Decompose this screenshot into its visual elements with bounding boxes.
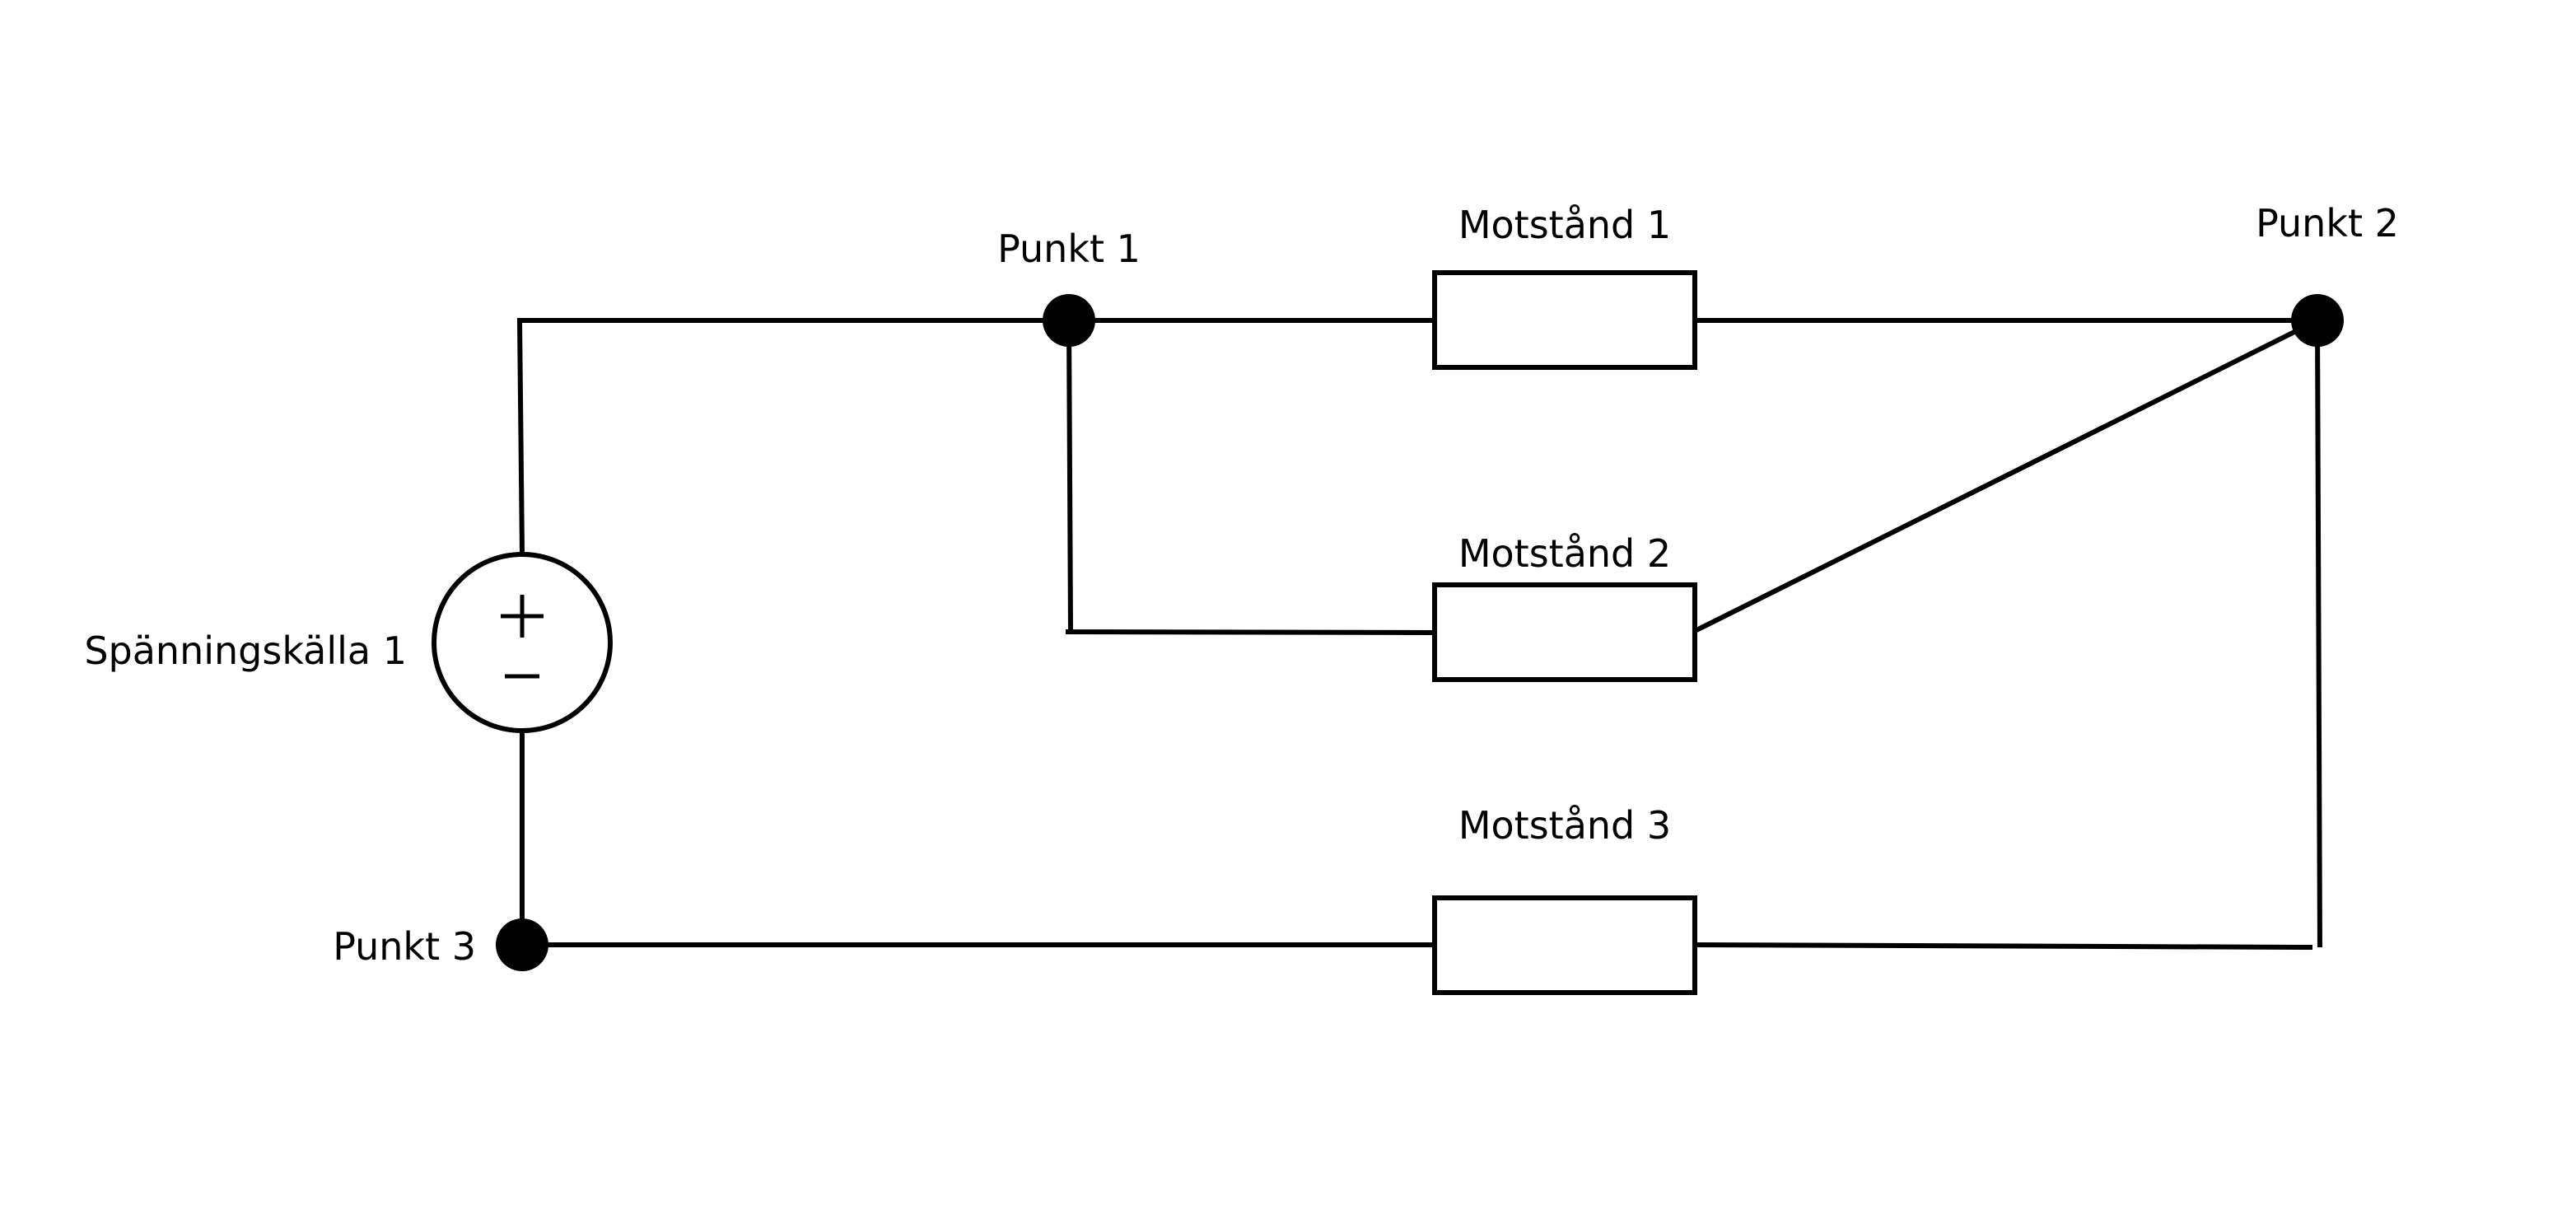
resistor-2	[1432, 582, 1697, 682]
node-label-punkt-3: Punkt 3	[333, 924, 476, 969]
node-punkt-1	[1043, 294, 1095, 347]
node-label-punkt-1: Punkt 1	[997, 227, 1141, 271]
wire-punkt2-down	[2315, 320, 2322, 948]
resistor-label-3: Motstånd 3	[1458, 803, 1671, 848]
voltage-source-circle	[432, 552, 613, 733]
resistor-3	[1432, 895, 1697, 995]
resistor-label-2: Motstånd 2	[1458, 531, 1671, 576]
wire-punkt1-to-motstand2	[1065, 320, 1435, 635]
resistor-label-1: Motstånd 1	[1458, 203, 1671, 247]
voltage-source	[432, 552, 613, 733]
voltage-source-label: Spänningskälla 1	[84, 629, 407, 673]
node-punkt-2	[2291, 294, 2344, 347]
resistor-1	[1432, 270, 1697, 370]
wire-motstand2-to-punkt2	[1693, 318, 2319, 633]
node-label-punkt-2: Punkt 2	[2256, 201, 2399, 245]
plus-sign-icon	[501, 595, 544, 638]
wire-source-to-top-rail	[516, 318, 1069, 554]
wire-motstand3-to-right	[1694, 942, 2313, 950]
wires	[516, 318, 2322, 950]
node-punkt-3	[496, 918, 548, 971]
